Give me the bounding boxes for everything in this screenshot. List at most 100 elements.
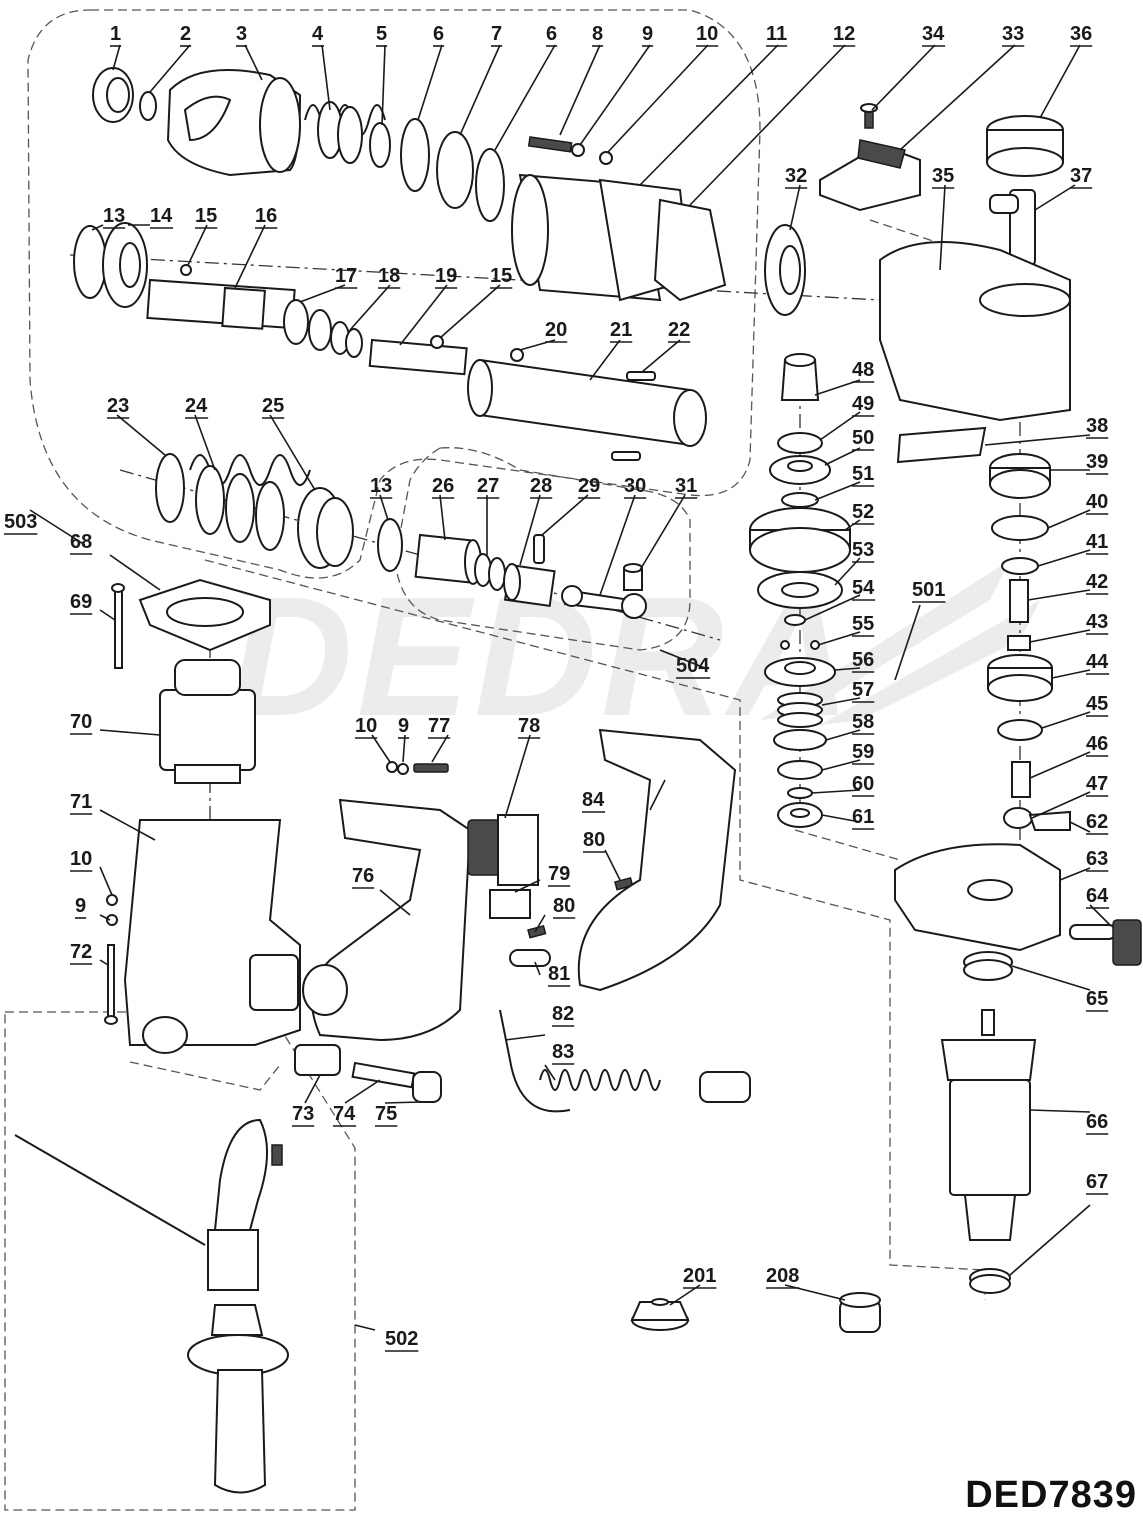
part-4-spring xyxy=(304,101,386,164)
callout-label: 30 xyxy=(624,475,646,497)
callout-label: 71 xyxy=(70,791,92,813)
part-15-ball xyxy=(180,264,192,276)
part-58-ring xyxy=(773,729,827,751)
part-26-piston xyxy=(414,533,482,585)
part-12-gasket xyxy=(653,198,727,302)
part-6-circlip xyxy=(400,118,430,192)
part-23-o-ring xyxy=(155,453,185,523)
callout-label: 501 xyxy=(912,579,945,601)
part-41-circlip xyxy=(1001,557,1039,575)
callout-label: 61 xyxy=(852,806,874,828)
callout-label: 38 xyxy=(1086,415,1108,437)
part-21-cylinder xyxy=(467,358,707,447)
callout-label: 69 xyxy=(70,591,92,613)
part-62-bracket xyxy=(1028,810,1071,831)
callout-label: 9 xyxy=(398,715,409,737)
part-27b-o-ring xyxy=(488,557,506,591)
callout-label: 503 xyxy=(4,511,37,533)
part-49-washer xyxy=(777,432,823,454)
part-77-screw xyxy=(413,763,449,773)
part-10b-washer xyxy=(106,894,118,906)
callout-label: 66 xyxy=(1086,1111,1108,1133)
callout-label: 14 xyxy=(150,205,173,227)
callout-label: 84 xyxy=(582,789,605,811)
callout-label: 73 xyxy=(292,1103,314,1125)
part-17b-ring xyxy=(308,309,332,351)
callout-label: 13 xyxy=(103,205,125,227)
callout-label: 59 xyxy=(852,741,874,763)
callout-label: 50 xyxy=(852,427,874,449)
callout-label: 76 xyxy=(352,865,374,887)
part-45-sleeve xyxy=(997,719,1043,741)
callout-label: 25 xyxy=(262,395,284,417)
callout-label: 10 xyxy=(696,23,718,45)
group-outline-503 xyxy=(27,9,761,579)
callout-label: 12 xyxy=(833,23,855,45)
callout-label: 35 xyxy=(932,165,954,187)
part-9-washer xyxy=(571,143,585,157)
callout-label: 82 xyxy=(552,1003,574,1025)
part-22b-pin xyxy=(611,451,641,461)
callout-label: 43 xyxy=(1086,611,1108,633)
part-63-gearbox-plate xyxy=(894,843,1061,952)
callout-label: 67 xyxy=(1086,1171,1108,1193)
callout-label: 72 xyxy=(70,941,92,963)
group-outline-502 xyxy=(4,1011,356,1511)
callout-label: 57 xyxy=(852,679,874,701)
callout-label: 83 xyxy=(552,1041,574,1063)
callout-label: 52 xyxy=(852,501,874,523)
part-13-o-ring xyxy=(73,225,107,299)
part-15b-ball xyxy=(430,335,444,349)
part-44-gear xyxy=(987,654,1053,702)
callout-label: 56 xyxy=(852,649,874,671)
part-20-ball xyxy=(510,348,524,362)
assembly-path-2 xyxy=(129,1061,281,1091)
callout-label: 20 xyxy=(545,319,567,341)
part-50-bearing xyxy=(769,455,831,485)
part-8-screw xyxy=(527,136,573,153)
part-18b-o-ring xyxy=(345,328,363,358)
part-7-bearing-ring xyxy=(436,131,474,209)
part-24-spring xyxy=(189,454,311,551)
callout-label: 16 xyxy=(255,205,277,227)
part-40-circlip xyxy=(991,515,1049,541)
callout-label: 42 xyxy=(1086,571,1108,593)
callout-label: 68 xyxy=(70,531,92,553)
callout-label: 19 xyxy=(435,265,457,287)
part-14-bearing xyxy=(102,222,148,308)
callout-label: 13 xyxy=(370,475,392,497)
callout-label: 502 xyxy=(385,1328,418,1350)
part-42-spring xyxy=(1009,579,1029,623)
callout-label: 60 xyxy=(852,773,874,795)
callout-label: 74 xyxy=(333,1103,356,1125)
callout-label: 23 xyxy=(107,395,129,417)
callout-label: 18 xyxy=(378,265,400,287)
callout-label: 81 xyxy=(548,963,570,985)
callout-label: 1 xyxy=(110,23,121,45)
part-5-washer xyxy=(369,122,391,168)
callout-label: 39 xyxy=(1086,451,1108,473)
callout-label: 63 xyxy=(1086,848,1108,870)
part-67-bearing xyxy=(969,1268,1011,1294)
callout-label: 22 xyxy=(668,319,690,341)
part-25-ring-stack xyxy=(297,487,354,569)
part-75-knob xyxy=(412,1071,442,1103)
part-6b-circlip xyxy=(475,148,505,222)
part-28-piston-head xyxy=(503,563,556,608)
callout-label: 9 xyxy=(75,895,86,917)
callout-label: 78 xyxy=(518,715,540,737)
callout-label: 28 xyxy=(530,475,552,497)
callout-label: 75 xyxy=(375,1103,397,1125)
callout-label: 58 xyxy=(852,711,874,733)
callout-label: 36 xyxy=(1070,23,1092,45)
part-81-cable-clamp xyxy=(509,949,551,967)
part-2-ring xyxy=(139,91,157,121)
callout-label: 8 xyxy=(592,23,603,45)
part-59-washer xyxy=(777,760,823,780)
part-60-ring xyxy=(787,787,813,799)
part-47-bearing xyxy=(1003,807,1033,829)
part-9c-washer xyxy=(397,763,409,775)
assembly-path-3 xyxy=(794,219,946,861)
callout-label: 2 xyxy=(180,23,191,45)
callout-label: 4 xyxy=(312,23,324,45)
